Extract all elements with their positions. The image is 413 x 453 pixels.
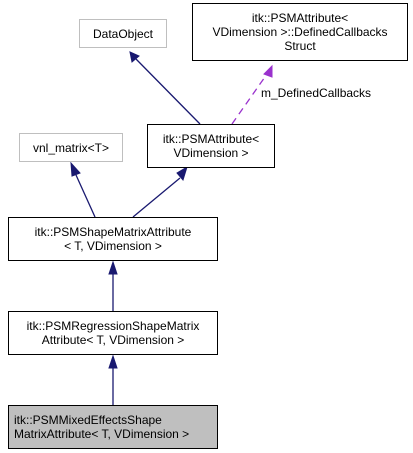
edge-psm-attribute-to-shape-matrix [132,177,181,218]
node-label-line: VDimension >::DefinedCallbacks [212,25,388,39]
class-node-mixed-effects-shape-matrix-attribute: itk::PSMMixedEffectsShape MatrixAttribut… [8,405,218,449]
arrowhead-defined-callbacks [263,64,273,78]
node-label-line: itk::PSMRegressionShapeMatrix [26,319,200,333]
arrowhead-vnl-matrix [70,161,81,177]
class-node-defined-callbacks-struct[interactable]: itk::PSMAttribute< VDimension >::Defined… [192,3,408,61]
class-node-data-object[interactable]: DataObject [79,19,167,48]
edge-vnl-matrix-to-shape-matrix [75,174,96,218]
node-label-line: Attribute< T, VDimension > [41,333,185,347]
node-label-line: itk::PSMAttribute< [251,11,349,25]
arrowhead-shape-matrix [108,260,118,275]
node-label-line: vnl_matrix<T> [32,140,110,155]
node-label-line: VDimension > [173,146,249,160]
node-label-line: itk::PSMMixedEffectsShape [14,413,162,427]
edge-data-object-to-psm-attribute [135,58,201,125]
node-label-line: DataObject [92,26,154,41]
class-node-psm-attribute[interactable]: itk::PSMAttribute< VDimension > [147,124,275,168]
node-label-line: < T, VDimension > [64,239,162,253]
class-node-shape-matrix-attribute[interactable]: itk::PSMShapeMatrixAttribute < T, VDimen… [8,217,218,261]
arrowhead-regression [108,354,118,369]
arrowhead-data-object [129,51,140,63]
node-label-line: MatrixAttribute< T, VDimension > [14,427,190,441]
class-node-regression-shape-matrix-attribute[interactable]: itk::PSMRegressionShapeMatrix Attribute<… [8,311,218,355]
node-label-line: itk::PSMAttribute< [162,132,260,146]
node-label-line: itk::PSMShapeMatrixAttribute [34,225,192,239]
edge-usage-defined-callbacks [231,73,268,125]
edge-label-defined-callbacks: m_DefinedCallbacks [261,86,372,100]
class-node-vnl-matrix[interactable]: vnl_matrix<T> [19,133,123,162]
arrowhead-psm-attribute [176,165,188,182]
node-label-line: Struct [284,39,316,53]
